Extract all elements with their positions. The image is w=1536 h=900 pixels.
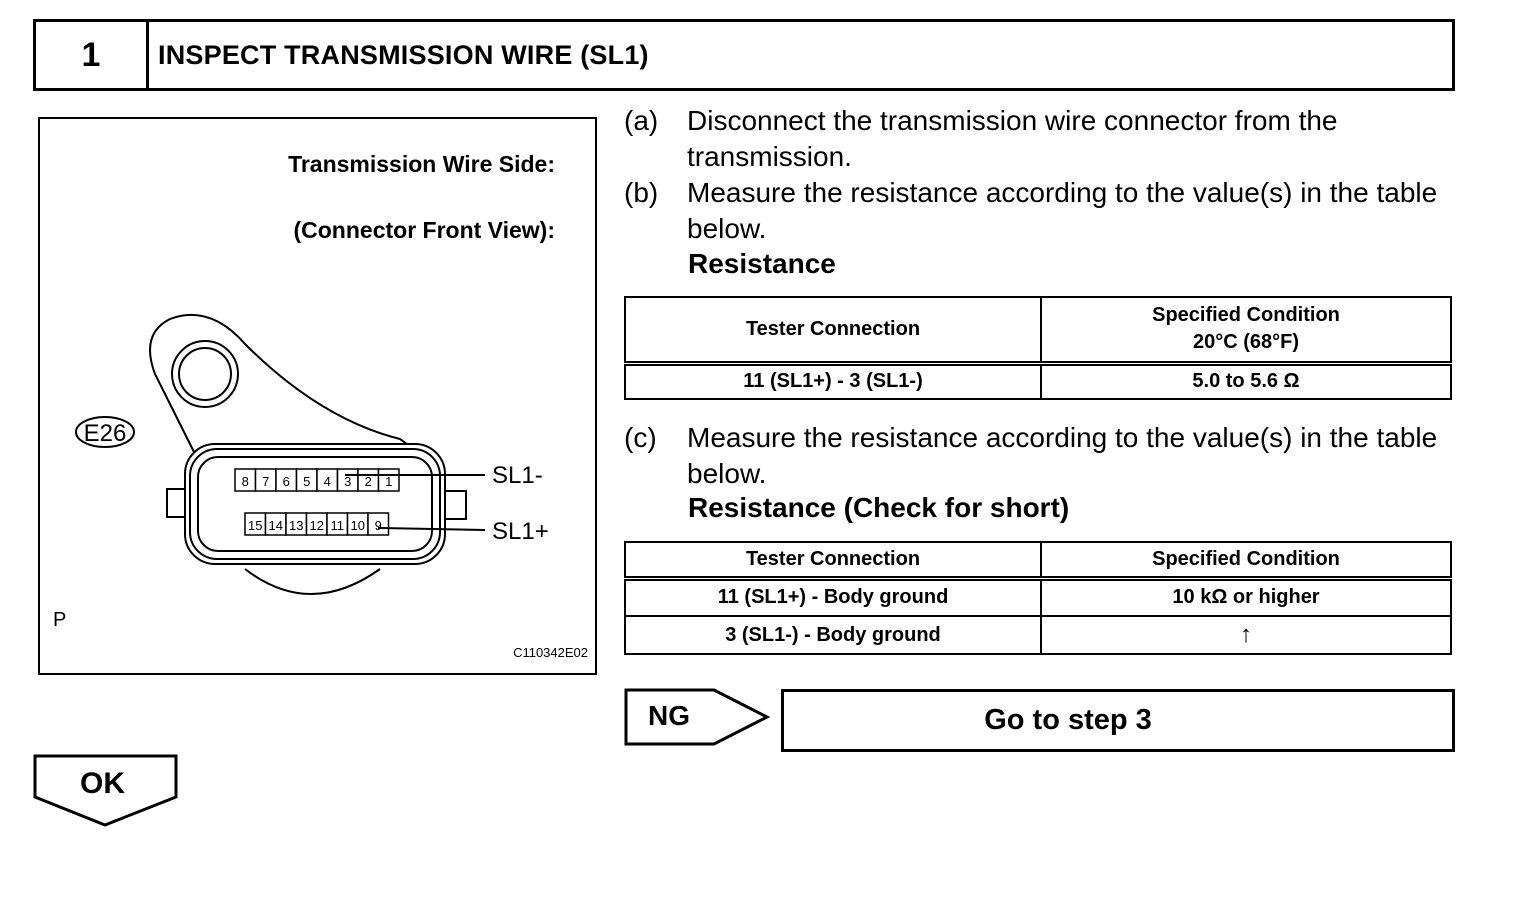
ng-action-text: Go to step 3 xyxy=(984,704,1152,736)
table1-header-condition: Specified Condition 20°C (68°F) xyxy=(1040,296,1452,366)
top-pin-8: 8 xyxy=(234,468,257,492)
bottom-pin-13: 13 xyxy=(285,512,308,536)
lower-arc xyxy=(244,568,381,595)
sl1-plus-callout-line xyxy=(377,527,486,531)
step-header: 1 INSPECT TRANSMISSION WIRE (SL1) xyxy=(33,19,1455,91)
ok-label: OK xyxy=(80,767,125,800)
short-check-table: Tester Connection Specified Condition 11… xyxy=(624,541,1452,655)
instruction-c-letter: (c) xyxy=(624,422,657,453)
bottom-pin-row: 15 14 13 12 11 10 9 xyxy=(244,512,390,536)
bottom-pin-11: 11 xyxy=(326,512,349,536)
top-pin-label: 7 xyxy=(262,474,269,489)
connector-housing-outer xyxy=(184,443,446,565)
top-pin-label: 2 xyxy=(365,474,372,489)
top-pin-6: 6 xyxy=(275,468,298,492)
sl1-minus-label: SL1- xyxy=(492,462,543,489)
table1-row1-connection: 11 (SL1+) - 3 (SL1-) xyxy=(624,362,1042,400)
mounting-hole-inner xyxy=(178,347,232,401)
bottom-pin-15: 15 xyxy=(244,512,267,536)
top-pin-5: 5 xyxy=(295,468,318,492)
bottom-pin-label: 12 xyxy=(310,518,324,533)
table2-row1-connection: 11 (SL1+) - Body ground xyxy=(624,577,1042,617)
bottom-pin-label: 9 xyxy=(375,518,382,533)
table1-header-connection: Tester Connection xyxy=(624,296,1042,366)
instruction-b-text: Measure the resistance according to the … xyxy=(687,177,1438,244)
top-pin-label: 6 xyxy=(283,474,290,489)
mounting-bracket-outline xyxy=(149,313,436,465)
instruction-a-letter: (a) xyxy=(624,105,659,136)
ng-arrow-shape xyxy=(624,688,771,746)
illustration-heading-line1: Transmission Wire Side: xyxy=(288,151,555,177)
ng-label: NG xyxy=(648,700,690,731)
table1-header-condition-line1: Specified Condition xyxy=(1152,304,1340,327)
bottom-pin-10: 10 xyxy=(346,512,369,536)
top-pin-label: 1 xyxy=(385,474,392,489)
sl1-plus-label: SL1+ xyxy=(492,518,549,545)
top-pin-2: 2 xyxy=(357,468,380,492)
resistance-table: Tester Connection Specified Condition 20… xyxy=(624,296,1452,400)
top-pin-4: 4 xyxy=(316,468,339,492)
instruction-a-text: Disconnect the transmission wire connect… xyxy=(687,105,1338,172)
bottom-pin-12: 12 xyxy=(305,512,328,536)
table-row: 11 (SL1+) - 3 (SL1-) 5.0 to 5.6 Ω xyxy=(624,362,1452,400)
bottom-pin-label: 10 xyxy=(351,518,365,533)
top-pin-label: 8 xyxy=(242,474,249,489)
table2-row2-condition: ↑ xyxy=(1040,615,1452,655)
table-row: 11 (SL1+) - Body ground 10 kΩ or higher xyxy=(624,577,1452,617)
top-pin-1: 1 xyxy=(377,468,400,492)
ok-arrow-shape xyxy=(33,754,178,827)
top-pin-label: 3 xyxy=(344,474,351,489)
table-row: 3 (SL1-) - Body ground ↑ xyxy=(624,615,1452,655)
bottom-pin-label: 11 xyxy=(331,518,345,533)
step-title: INSPECT TRANSMISSION WIRE (SL1) xyxy=(158,39,649,70)
short-check-heading: Resistance (Check for short) xyxy=(688,492,1070,523)
connector-id: E26 xyxy=(84,420,127,447)
resistance-heading: Resistance xyxy=(688,248,836,279)
bottom-pin-label: 14 xyxy=(269,518,283,533)
bottom-pin-14: 14 xyxy=(264,512,287,536)
connector-housing-mid xyxy=(189,448,441,560)
instruction-c-text: Measure the resistance according to the … xyxy=(687,422,1438,489)
bottom-pin-9: 9 xyxy=(367,512,390,536)
table1-row1-condition: 5.0 to 5.6 Ω xyxy=(1040,362,1452,400)
connector-id-ellipse xyxy=(75,416,135,448)
instruction-b-letter: (b) xyxy=(624,177,659,208)
connector-housing-inner xyxy=(197,456,433,552)
illustration-heading-line2: (Connector Front View): xyxy=(293,217,555,243)
table2-header-connection: Tester Connection xyxy=(624,541,1042,581)
step-number: 1 xyxy=(36,22,149,88)
figure-code: C110342E02 xyxy=(513,645,588,660)
corner-mark: P xyxy=(53,609,66,631)
bottom-pin-label: 15 xyxy=(248,518,262,533)
mounting-hole-outer xyxy=(171,340,239,408)
top-pin-label: 5 xyxy=(303,474,310,489)
table2-row2-connection: 3 (SL1-) - Body ground xyxy=(624,615,1042,655)
table2-row1-condition: 10 kΩ or higher xyxy=(1040,577,1452,617)
table2-header-condition: Specified Condition xyxy=(1040,541,1452,581)
table1-header-condition-line2: 20°C (68°F) xyxy=(1192,331,1300,354)
top-pin-7: 7 xyxy=(254,468,277,492)
connector-illustration: Transmission Wire Side: (Connector Front… xyxy=(38,117,597,675)
top-pin-label: 4 xyxy=(324,474,331,489)
ng-action-box: Go to step 3 xyxy=(781,689,1455,752)
bottom-pin-label: 13 xyxy=(289,518,303,533)
top-pin-3: 3 xyxy=(336,468,359,492)
